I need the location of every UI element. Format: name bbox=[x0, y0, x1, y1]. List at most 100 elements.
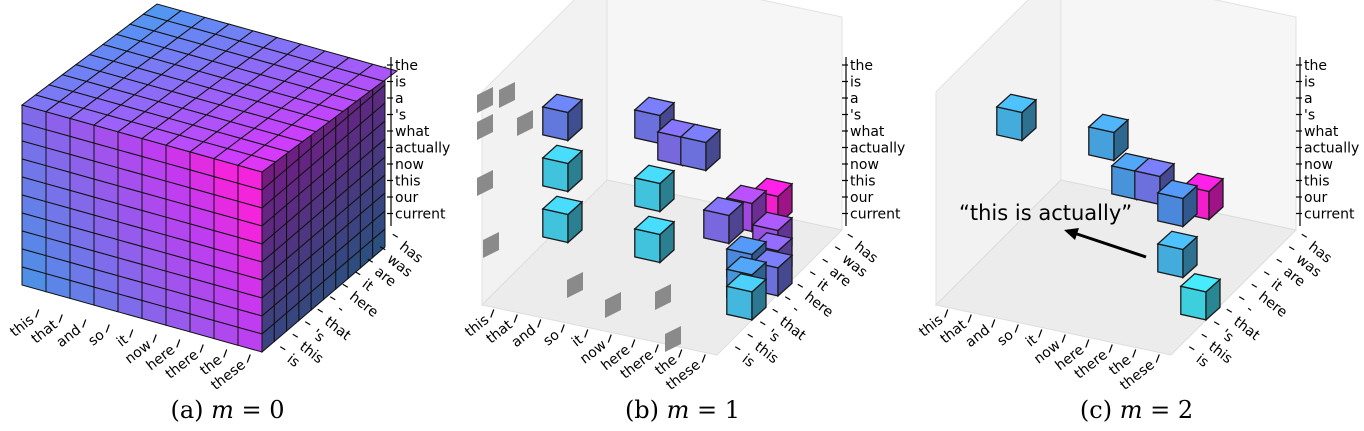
y-tick-label: this bbox=[296, 339, 326, 367]
caption-a-rel: = 0 bbox=[233, 396, 285, 424]
shadow-mark bbox=[477, 114, 493, 140]
x-tick-mark bbox=[1132, 349, 1137, 358]
y-tick-mark bbox=[834, 246, 841, 251]
shadow-mark bbox=[483, 232, 499, 258]
y-tick-label: is bbox=[1193, 351, 1212, 370]
voxel-top bbox=[725, 184, 768, 205]
y-tick-mark bbox=[367, 258, 374, 263]
voxel-top bbox=[1156, 230, 1199, 251]
y-tick-label: here bbox=[801, 289, 836, 321]
shadow-mark bbox=[499, 82, 515, 108]
y-tick-label: this bbox=[1205, 339, 1235, 367]
x-tick-label: it bbox=[114, 332, 132, 351]
z-tick-label: our bbox=[1304, 190, 1327, 206]
z-tick-label: the bbox=[395, 58, 418, 74]
z-tick-label: our bbox=[395, 190, 418, 206]
caption-b-var: m bbox=[666, 396, 690, 424]
caption-c-var: m bbox=[1119, 396, 1143, 424]
y-tick-label: - bbox=[789, 301, 803, 317]
y-tick-mark bbox=[1238, 296, 1245, 301]
z-tick-label: this bbox=[395, 174, 421, 190]
x-tick-mark bbox=[654, 344, 659, 353]
voxel-top bbox=[541, 195, 584, 216]
z-tick-label: what bbox=[850, 124, 885, 140]
x-tick-mark bbox=[1061, 334, 1066, 343]
y-tick-label: - bbox=[334, 301, 348, 317]
x-tick-mark bbox=[1014, 324, 1019, 333]
voxel-top bbox=[541, 144, 584, 165]
y-tick-mark bbox=[822, 258, 829, 263]
x-tick-mark bbox=[246, 354, 251, 363]
shadow-mark bbox=[655, 284, 671, 310]
z-tick-label: a bbox=[850, 91, 859, 107]
x-tick-label: and bbox=[509, 322, 540, 351]
y-tick-label: here bbox=[346, 289, 381, 321]
x-tick-mark bbox=[701, 354, 706, 363]
y-tick-mark bbox=[329, 296, 336, 301]
z-tick-label: now bbox=[1304, 157, 1333, 173]
shadow-mark bbox=[567, 272, 583, 298]
z-tick-label: 's bbox=[850, 108, 861, 124]
y-tick-mark bbox=[379, 246, 386, 251]
x-tick-mark bbox=[560, 324, 565, 333]
voxel-top bbox=[633, 164, 676, 185]
z-tick-label: current bbox=[850, 207, 901, 223]
y-tick-label: - bbox=[1243, 301, 1257, 317]
x-tick-mark bbox=[129, 329, 134, 338]
caption-b-rel: = 1 bbox=[689, 396, 741, 424]
y-tick-label: is bbox=[284, 351, 303, 370]
caption-c-rel: = 2 bbox=[1142, 396, 1194, 424]
x-tick-mark bbox=[199, 344, 204, 353]
y-tick-mark bbox=[1288, 246, 1295, 251]
voxel-top bbox=[1133, 157, 1176, 178]
y-tick-label: here bbox=[1255, 289, 1290, 321]
x-tick-mark bbox=[82, 319, 87, 328]
x-tick-mark bbox=[58, 314, 63, 323]
z-tick-label: our bbox=[850, 190, 873, 206]
x-tick-label: and bbox=[963, 322, 994, 351]
shadow-mark bbox=[517, 110, 533, 136]
x-tick-mark bbox=[35, 309, 40, 318]
z-tick-label: this bbox=[1304, 174, 1330, 190]
z-tick-label: now bbox=[395, 157, 424, 173]
x-tick-label: so bbox=[85, 327, 107, 349]
y-tick-mark bbox=[292, 333, 299, 338]
y-tick-mark bbox=[1213, 321, 1220, 326]
x-tick-label: so bbox=[994, 327, 1016, 349]
z-tick-label: actually bbox=[395, 141, 450, 157]
caption-a: (a) m = 0 bbox=[0, 396, 455, 424]
z-tick-label: actually bbox=[1304, 141, 1359, 157]
x-tick-mark bbox=[584, 329, 589, 338]
voxel-top bbox=[633, 215, 676, 236]
x-tick-label: it bbox=[1023, 332, 1041, 351]
y-tick-mark bbox=[279, 346, 286, 351]
y-tick-mark bbox=[809, 271, 816, 276]
y-tick-mark bbox=[1251, 283, 1258, 288]
x-tick-label: it bbox=[569, 332, 587, 351]
z-tick-label: current bbox=[395, 207, 446, 223]
x-tick-mark bbox=[513, 314, 518, 323]
z-tick-label: what bbox=[395, 124, 430, 140]
z-tick-label: now bbox=[850, 157, 879, 173]
z-tick-label: is bbox=[395, 75, 406, 91]
voxel-top bbox=[1156, 179, 1199, 200]
x-tick-mark bbox=[223, 349, 228, 358]
annotation-arrow-head bbox=[1064, 228, 1079, 240]
x-tick-mark bbox=[991, 319, 996, 328]
y-tick-mark bbox=[1201, 333, 1208, 338]
caption-c-prefix: (c) bbox=[1079, 396, 1120, 424]
caption-b-prefix: (b) bbox=[624, 396, 667, 424]
z-tick-label: current bbox=[1304, 207, 1355, 223]
y-tick-label: this bbox=[751, 339, 781, 367]
z-tick-label: this bbox=[850, 174, 876, 190]
voxel-top bbox=[725, 255, 768, 276]
panel-b-plot: thesethethereherenowitsoandthatthisisthi… bbox=[462, 0, 905, 394]
shadow-mark bbox=[477, 170, 493, 196]
caption-a-var: m bbox=[211, 396, 234, 424]
x-tick-mark bbox=[490, 309, 495, 318]
x-tick-mark bbox=[1038, 329, 1043, 338]
z-tick-label: a bbox=[1304, 91, 1313, 107]
y-tick-mark bbox=[759, 321, 766, 326]
